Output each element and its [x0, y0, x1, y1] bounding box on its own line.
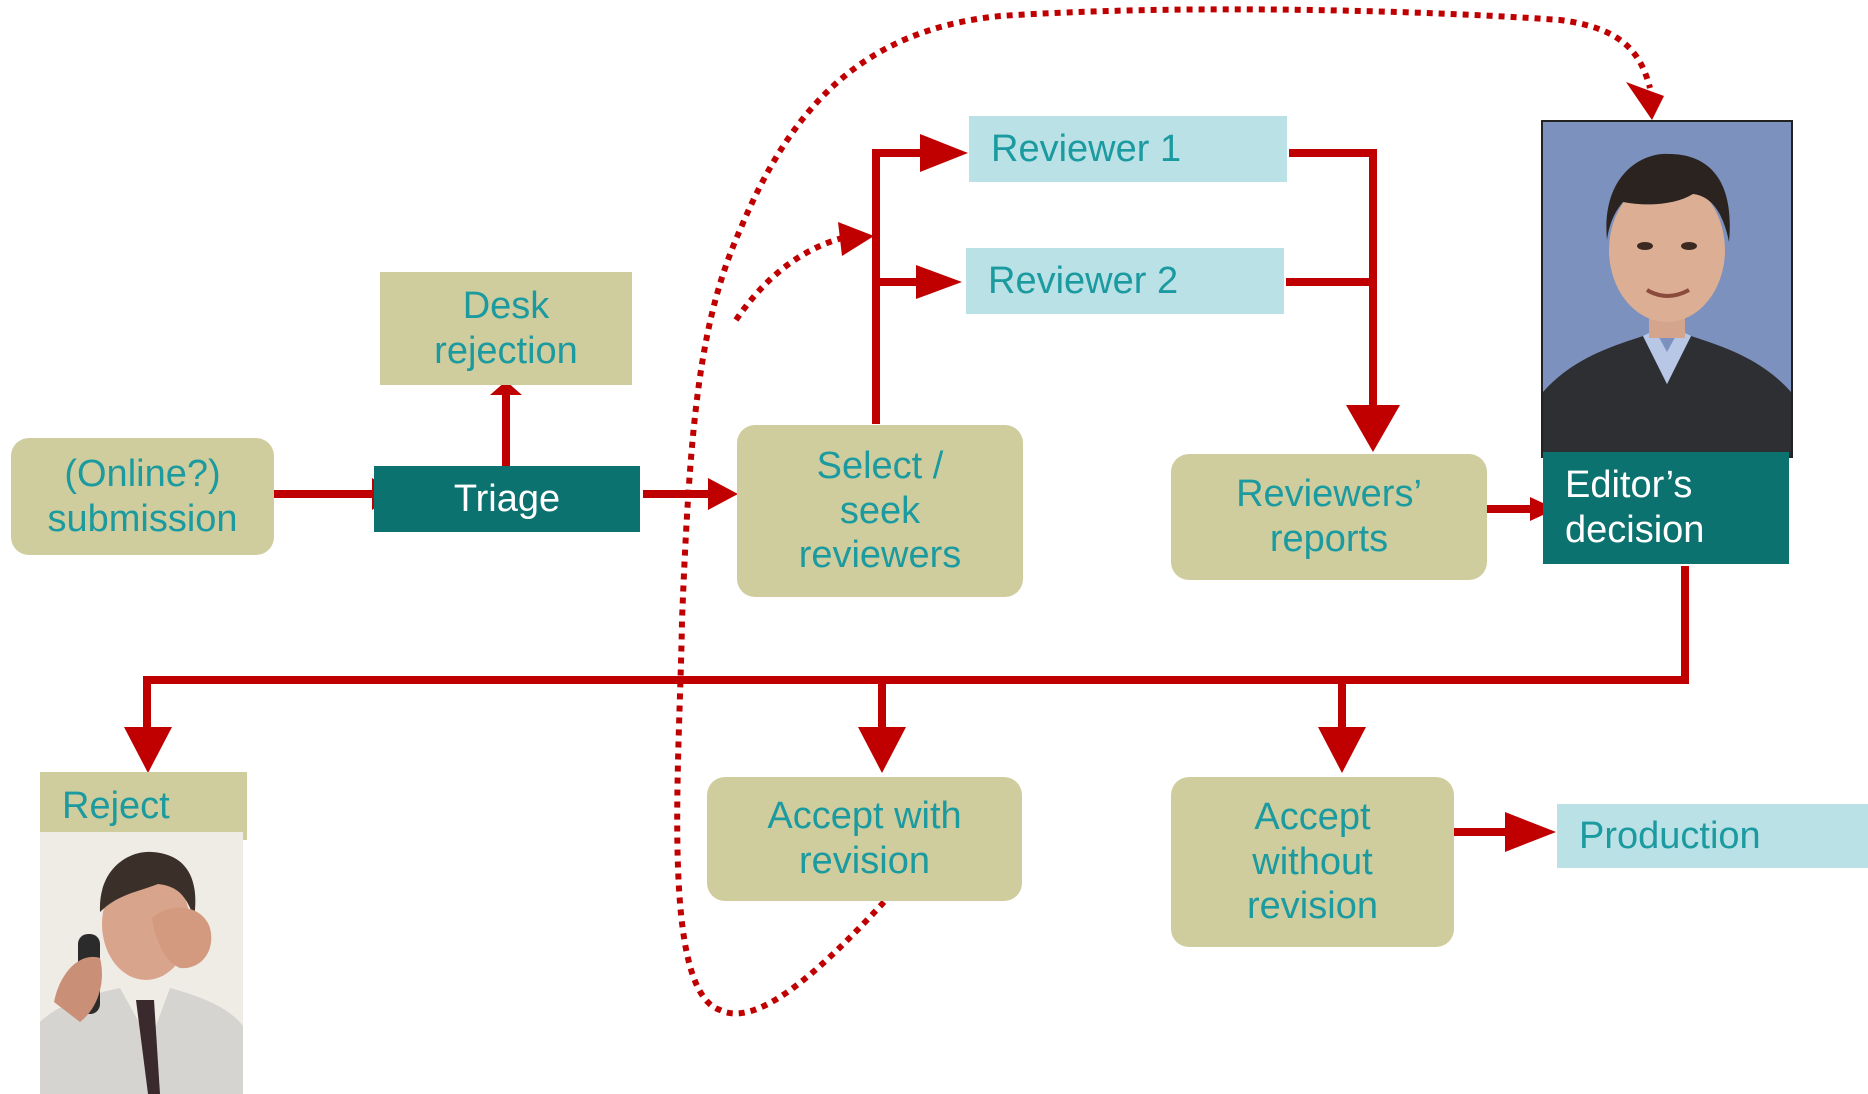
reject-photo [40, 832, 243, 1094]
head-desk [490, 381, 522, 395]
accept-without-revision-node: Accept without revision [1171, 777, 1454, 947]
arrow-reviewer1-merge [1289, 149, 1377, 410]
head-dotted-reviewers [838, 222, 874, 256]
editor-decision-node: Editor’s decision [1543, 452, 1789, 564]
editor-photo [1541, 120, 1793, 458]
reject-node: Reject [40, 772, 247, 840]
frustrated-man-icon [40, 832, 243, 1094]
production-node: Production [1557, 804, 1868, 868]
reviewer1-node: Reviewer 1 [969, 116, 1287, 182]
accept-with-revision-node: Accept with revision [707, 777, 1022, 901]
editor-portrait-icon [1543, 122, 1791, 456]
desk-rejection-node: Desk rejection [380, 272, 632, 385]
reviewers-reports-node: Reviewers’ reports [1171, 454, 1487, 580]
head-reject [124, 727, 172, 773]
dotted-loop-revision-to-editor [674, 6, 1653, 1017]
head-production [1505, 812, 1556, 852]
head-reports [1346, 405, 1400, 452]
head-select [708, 478, 738, 510]
head-dotted-editor [1626, 82, 1664, 120]
head-accept-norevision [1318, 727, 1366, 773]
dotted-loop-to-reviewers [733, 233, 851, 322]
head-accept-revision [858, 727, 906, 773]
head-reviewer1 [920, 134, 968, 172]
arrow-select-branch [872, 149, 920, 424]
triage-node: Triage [374, 466, 640, 532]
head-reviewer2 [916, 265, 962, 299]
arrow-editor-bus [143, 566, 1689, 730]
reviewer2-node: Reviewer 2 [966, 248, 1284, 314]
select-reviewers-node: Select / seek reviewers [737, 425, 1023, 597]
submission-node: (Online?) submission [11, 438, 274, 555]
